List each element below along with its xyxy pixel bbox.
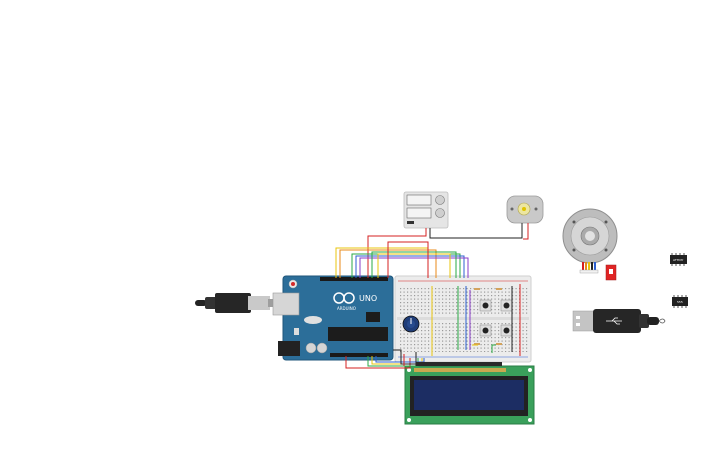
board-brand: ARDUINO [337,306,356,311]
dc-motor[interactable] [506,195,544,224]
resistors [474,288,502,345]
chip-555[interactable]: 555 [672,295,688,308]
usb-cable-right[interactable] [572,309,666,333]
usb-cable-left[interactable] [195,293,274,313]
slide-switch[interactable] [605,264,617,281]
gear-motor[interactable] [562,208,618,274]
digital-header [320,277,388,281]
relay-module[interactable] [403,191,449,229]
analog-header [330,353,388,357]
chip-555-label: 555 [677,300,683,304]
lcd-pins [416,362,502,366]
usb-port [272,292,300,316]
power-jack [278,341,300,356]
potentiometer[interactable] [402,315,420,333]
push-button-3[interactable] [479,324,492,337]
push-button-1[interactable] [479,299,492,312]
wires [335,223,529,369]
board-model: UNO [359,294,377,303]
push-button-4[interactable] [500,324,513,337]
chip-attiny-label: ATTINY [673,258,684,262]
push-button-2[interactable] [500,299,513,312]
arduino-uno-board[interactable]: ARDUINO UNO [272,275,394,361]
lcd-display[interactable] [404,365,535,425]
usb-icon [606,317,622,325]
lcd-screen [414,380,524,410]
atmega-chip [328,327,388,341]
chip-attiny[interactable]: ATTINY [670,253,687,266]
